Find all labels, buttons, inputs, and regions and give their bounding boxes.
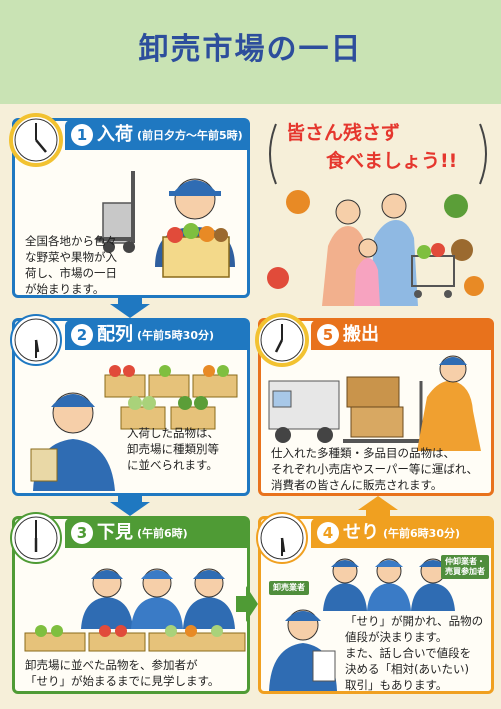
auction-illustration <box>269 558 455 691</box>
step-3-line: 卸売場に並べた品物を、参加者が <box>25 658 198 672</box>
middleman-tag: 仲卸業者・ 売買参加者 <box>441 555 489 579</box>
clock-icon <box>255 313 309 367</box>
step-3-text: 卸売場に並べた品物を、参加者が 「せり」が始まるまでに見学します。 <box>25 657 219 689</box>
forklift-worker-illustration <box>97 171 235 278</box>
step-4-line: 決める「相対(あいたい) <box>345 662 469 676</box>
step-4-line: 値段が決まります。 <box>345 630 448 644</box>
step-2-line: 入荷した品物は、 <box>127 426 219 440</box>
step-4-time: (午前6時30分) <box>383 527 461 540</box>
step-4-text: 「せり」が開かれ、品物の 値段が決まります。 また、話し合いで値段を 決める「相… <box>345 613 483 693</box>
step-3-header: 3 下見 (午前6時) <box>65 518 250 548</box>
page-title: 卸売市場の一日 <box>138 32 363 67</box>
step-1-line: な野菜や果物が入 <box>25 250 117 264</box>
step-5-line: 消費者の皆さんに販売されます。 <box>271 478 443 492</box>
step-2-name: 配列 <box>97 324 133 345</box>
step-5-line: 仕入れた多種類・多品目の品物は、 <box>271 446 455 460</box>
clock-icon <box>10 512 62 564</box>
step-5-text: 仕入れた多種類・多品目の品物は、 それぞれ小売店やスーパー等に運ばれ、 消費者の… <box>271 445 478 493</box>
step-3-number: 3 <box>71 522 93 544</box>
middleman-tag-line: 仲卸業者・ <box>445 557 485 566</box>
step-5-number: 5 <box>317 324 339 346</box>
arrow-up-icon <box>358 496 398 516</box>
sorting-worker-illustration <box>30 365 238 491</box>
step-1-name: 入荷 <box>97 124 133 145</box>
step-2-header: 2 配列 (午前5時30分) <box>65 320 250 350</box>
step-3-card: 3 下見 (午前6時) 卸売場に並べた品物を、参加者が 「せり」が始まるまでに見… <box>12 516 250 694</box>
clock-icon <box>10 314 62 366</box>
step-5-line: それぞれ小売店やスーパー等に運ばれ、 <box>271 462 478 476</box>
step-4-card: 4 せり (午前6時30分) 卸売業者 仲卸業者・ 売買参加者 「せり」が開かれ… <box>258 516 494 694</box>
step-3-line: 「せり」が始まるまでに見学します。 <box>25 674 220 688</box>
middleman-tag-line: 売買参加者 <box>445 567 485 576</box>
step-2-text: 入荷した品物は、 卸売場に種類別等 に並べられます。 <box>127 425 219 473</box>
slogan-line-1: 皆さん残さず <box>286 122 401 144</box>
slogan-line-2: 食べましょう!! <box>326 150 458 172</box>
step-1-line: 荷し、市場の一日 <box>25 266 117 280</box>
step-1-number: 1 <box>71 124 93 146</box>
step-1-line: 全国各地から色々 <box>25 234 117 248</box>
title-band <box>0 0 501 104</box>
inspection-workers-illustration <box>24 568 246 652</box>
arrow-down-icon <box>110 496 150 516</box>
step-2-line: 卸売場に種類別等 <box>127 442 219 456</box>
step-3-name: 下見 <box>97 522 133 543</box>
family-shopping-illustration <box>267 190 484 306</box>
step-1-line: が始まります。 <box>25 282 105 296</box>
slogan-bracket <box>269 123 487 185</box>
step-1-header: 1 入荷 (前日夕方～午前5時) <box>65 120 250 150</box>
step-5-name: 搬出 <box>343 324 379 345</box>
step-4-header: 4 せり (午前6時30分) <box>311 518 494 548</box>
step-4-line: 「せり」が開かれ、品物の <box>345 614 484 628</box>
step-2-time: (午前5時30分) <box>137 329 215 342</box>
arrow-down-icon <box>110 298 150 318</box>
truck-delivery-illustration <box>268 355 481 451</box>
step-4-line: また、話し合いで値段を <box>345 646 472 660</box>
step-4-name: せり <box>343 522 379 543</box>
clock-icon <box>9 113 63 167</box>
step-2-number: 2 <box>71 324 93 346</box>
arrow-right-icon <box>236 586 258 622</box>
step-1-text: 全国各地から色々 な野菜や果物が入 荷し、市場の一日 が始まります。 <box>25 233 117 297</box>
step-1-time: (前日夕方～午前5時) <box>137 129 243 142</box>
step-5-header: 5 搬出 <box>311 320 494 350</box>
step-4-line: 取引」もあります。 <box>345 678 448 692</box>
wholesaler-tag: 卸売業者 <box>269 581 309 595</box>
clock-icon <box>256 512 308 564</box>
step-4-number: 4 <box>317 522 339 544</box>
step-2-line: に並べられます。 <box>127 458 218 472</box>
step-3-time: (午前6時) <box>137 527 188 540</box>
